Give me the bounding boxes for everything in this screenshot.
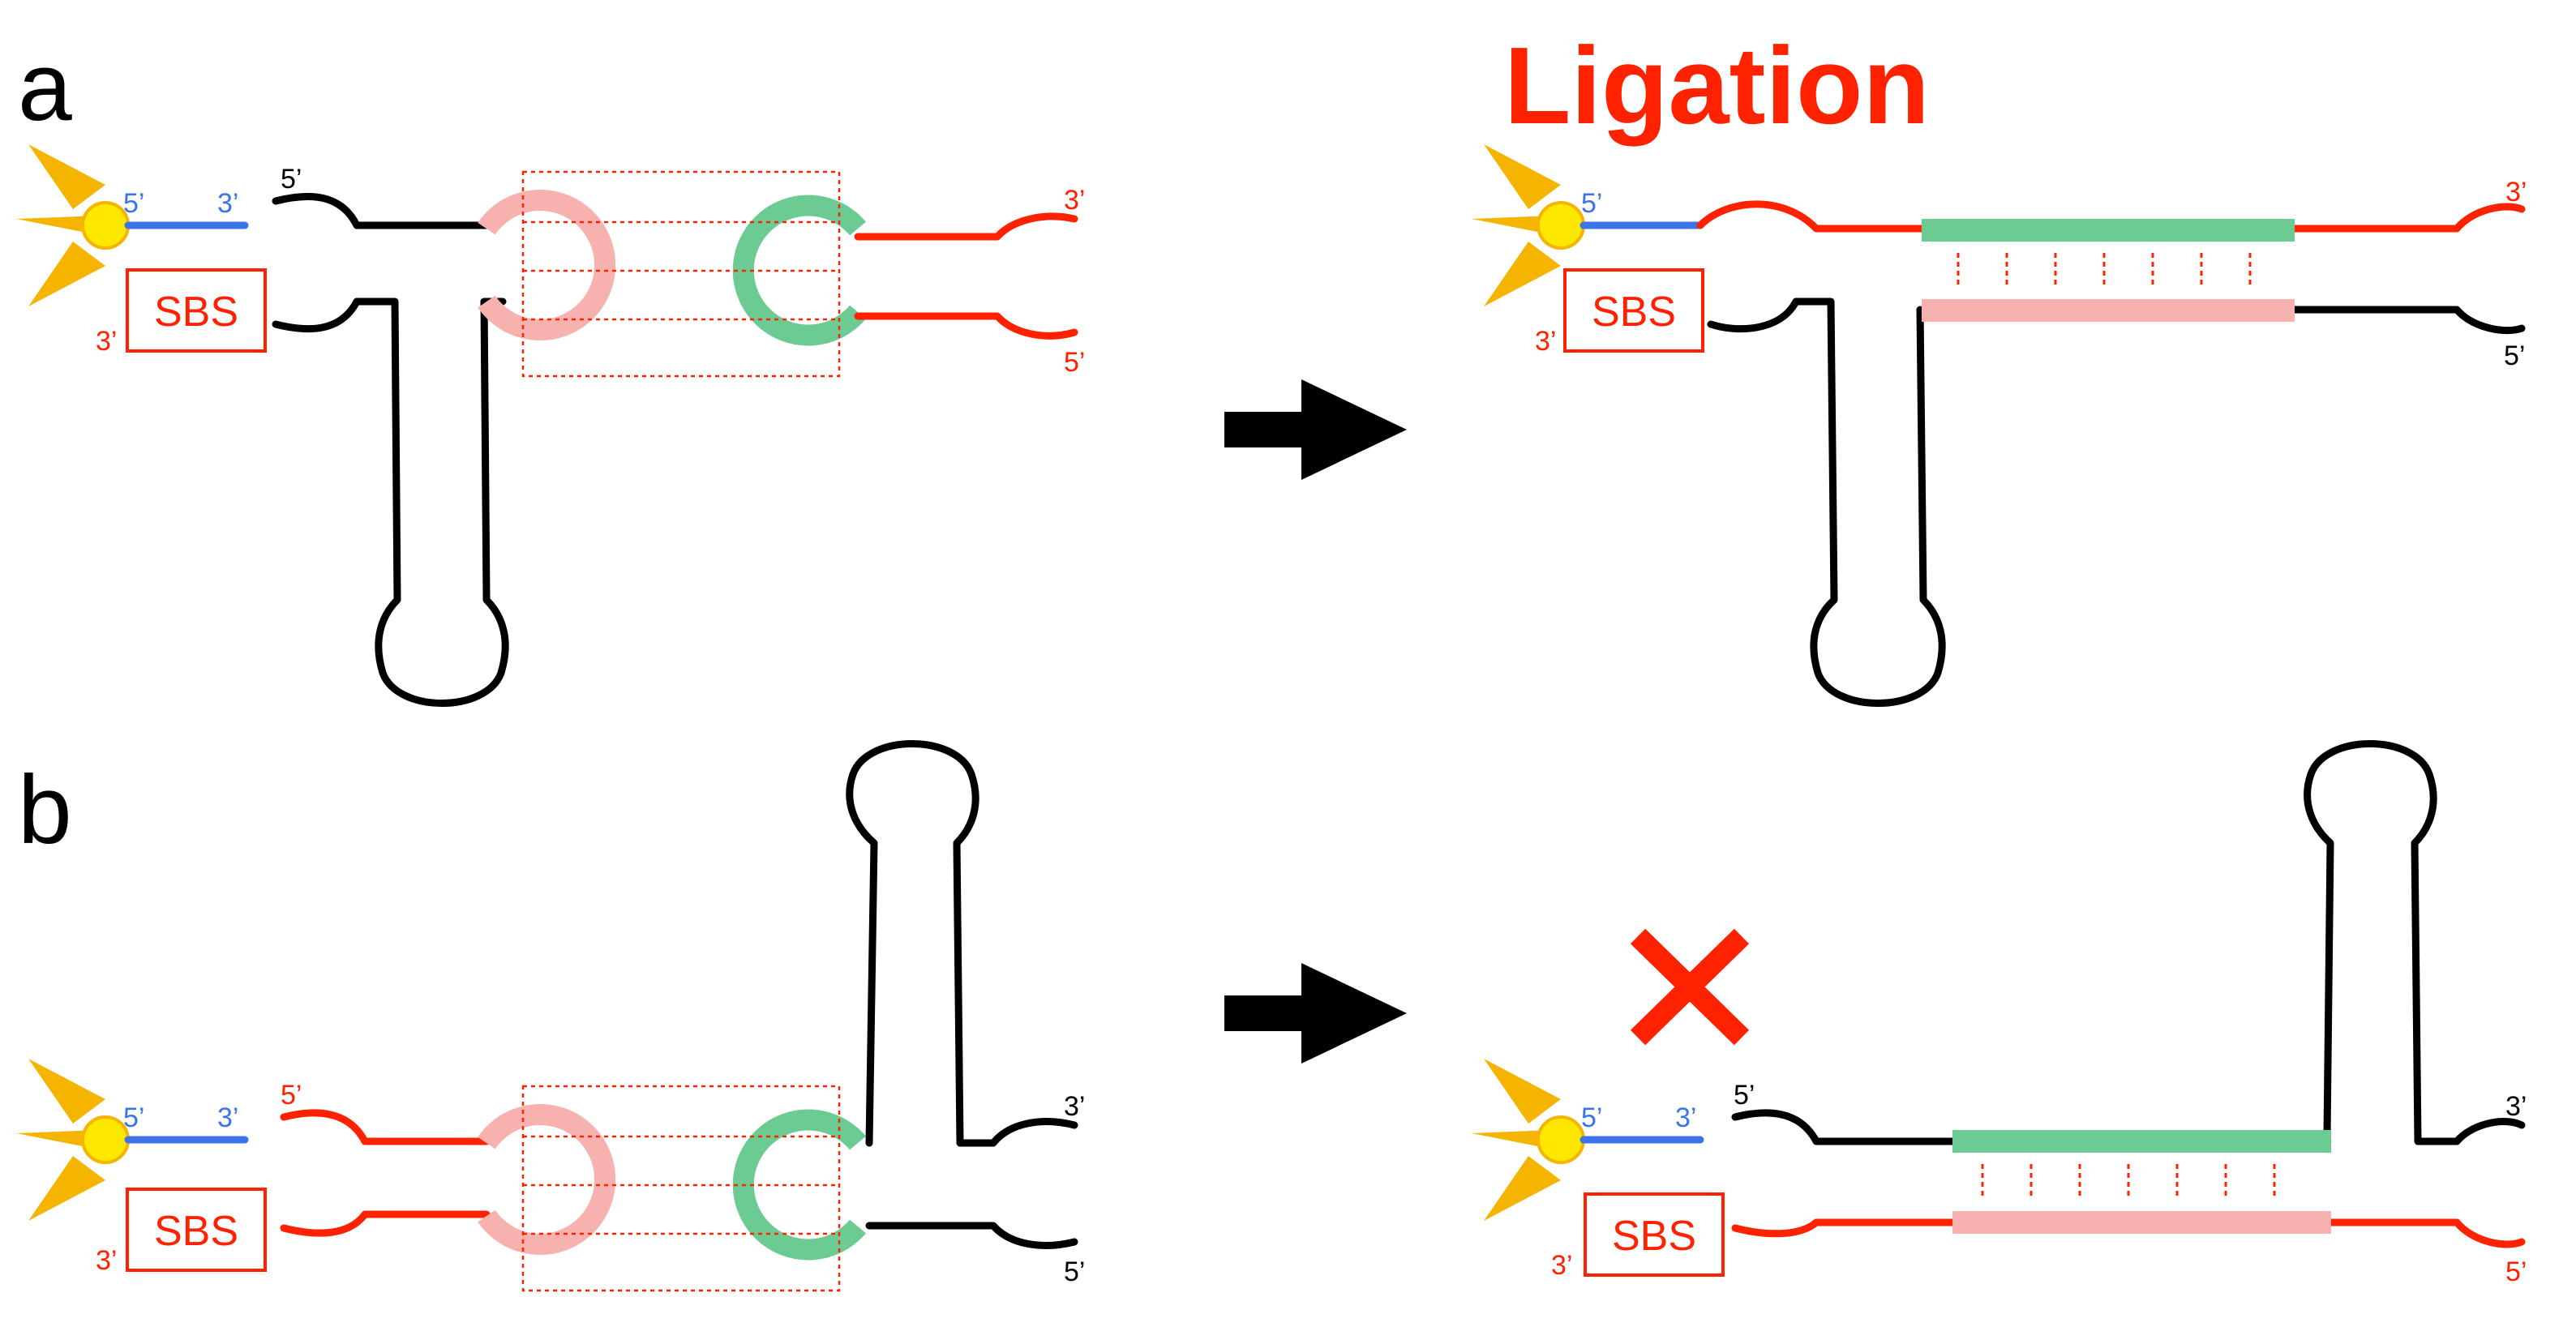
fluorophore-icon xyxy=(15,1057,130,1222)
panel-b-label: b xyxy=(18,756,72,864)
sbs-3-label: 3’ xyxy=(1535,326,1556,357)
red-5-label: 5’ xyxy=(2505,1256,2527,1287)
probe-5-label: 5’ xyxy=(1581,188,1602,219)
black-5-label: 5’ xyxy=(1064,1256,1085,1287)
pink-domain xyxy=(478,190,616,340)
ligated-red-strand xyxy=(1696,200,2526,233)
red-3-label: 3’ xyxy=(1064,185,1085,216)
probe-5-label: 5’ xyxy=(123,188,144,219)
black-hairpin-strand xyxy=(272,192,509,707)
probe-5-label: 5’ xyxy=(1581,1102,1602,1133)
black-hairpin-strand xyxy=(1731,740,2526,1145)
black-hairpin-strand xyxy=(846,740,1078,1249)
complementarity-box xyxy=(521,1085,841,1292)
red-5-label: 5’ xyxy=(281,1080,302,1111)
hairpin-5-label: 5’ xyxy=(281,164,302,195)
cross-icon xyxy=(1630,928,1750,1046)
panel-a-after: 5’ SBS 3’ 3’ 5’ xyxy=(1470,143,2527,707)
base-pair-ticks xyxy=(1981,1164,2276,1200)
probe-3-label: 3’ xyxy=(1675,1102,1696,1133)
sbs-3-label: 3’ xyxy=(96,1245,117,1276)
sbs-box xyxy=(126,1188,267,1272)
sbs-box xyxy=(1563,268,1704,353)
probe-5-label: 5’ xyxy=(123,1102,144,1133)
red-strand xyxy=(1731,1218,2526,1248)
red-strand xyxy=(280,1109,491,1237)
red-5-label: 5’ xyxy=(1064,347,1085,378)
sbs-label: SBS xyxy=(154,1208,238,1255)
sbs-box xyxy=(126,268,267,353)
panel-b-after: 5’ 3’ SBS 3’ 5’ 3’ 5’ xyxy=(1470,740,2527,1287)
sbs-label: SBS xyxy=(1592,289,1676,336)
red-strand xyxy=(854,212,1078,340)
probe-3-label: 3’ xyxy=(217,188,238,219)
black-hairpin-strand xyxy=(1707,298,2526,707)
black-5-label: 5’ xyxy=(1734,1080,1755,1111)
right-arrow-icon xyxy=(1224,379,1407,480)
panel-a-label: a xyxy=(18,32,72,141)
black-3-label: 3’ xyxy=(2505,1091,2527,1122)
probe-3-label: 3’ xyxy=(217,1102,238,1133)
panel-a-before: 5’ 3’ SBS 3’ 5’ 3’ 5’ xyxy=(15,143,1085,707)
sbs-label: SBS xyxy=(1612,1213,1696,1260)
sbs-3-label: 3’ xyxy=(96,326,117,357)
fluorophore-icon xyxy=(1470,1057,1585,1222)
sbs-box xyxy=(1584,1192,1725,1277)
right-arrow-icon xyxy=(1224,963,1407,1064)
complementarity-box xyxy=(521,170,841,378)
fluorophore-icon xyxy=(15,143,130,308)
sbs-label: SBS xyxy=(154,289,238,336)
sbs-3-label: 3’ xyxy=(1551,1250,1572,1281)
pink-domain xyxy=(478,1104,616,1255)
black-3-label: 3’ xyxy=(1064,1091,1085,1122)
base-pair-ticks xyxy=(1957,253,2252,288)
red-3-label: 3’ xyxy=(2505,177,2527,208)
black-5-label: 5’ xyxy=(2504,340,2525,371)
title-ligation: Ligation xyxy=(1504,24,1930,147)
panel-b-before: 5’ 3’ SBS 3’ 5’ 3’ 5’ xyxy=(15,740,1085,1292)
